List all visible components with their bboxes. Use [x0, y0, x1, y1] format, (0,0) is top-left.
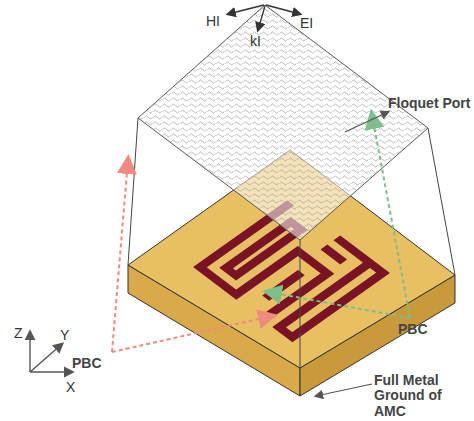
- port-label: Floquet Port: [388, 96, 470, 111]
- floquet-port-face: [138, 5, 428, 240]
- field-label: kI: [250, 34, 261, 49]
- pbc-arrows: [112, 115, 410, 352]
- port-wave-texture: [138, 5, 428, 240]
- incident-wave-vectors: [228, 5, 300, 30]
- axis-label: Z: [14, 326, 23, 341]
- field-label: EI: [300, 16, 313, 31]
- axis-label: X: [66, 380, 75, 395]
- pbc-label: PBC: [72, 356, 102, 371]
- axis-label: Y: [60, 328, 69, 343]
- pbc-label: PBC: [398, 322, 428, 337]
- ground-label: Full Metal Ground of AMC: [374, 373, 472, 419]
- leader-arrow: [316, 384, 372, 396]
- field-label: HI: [206, 14, 220, 29]
- leader-arrow: [345, 112, 388, 132]
